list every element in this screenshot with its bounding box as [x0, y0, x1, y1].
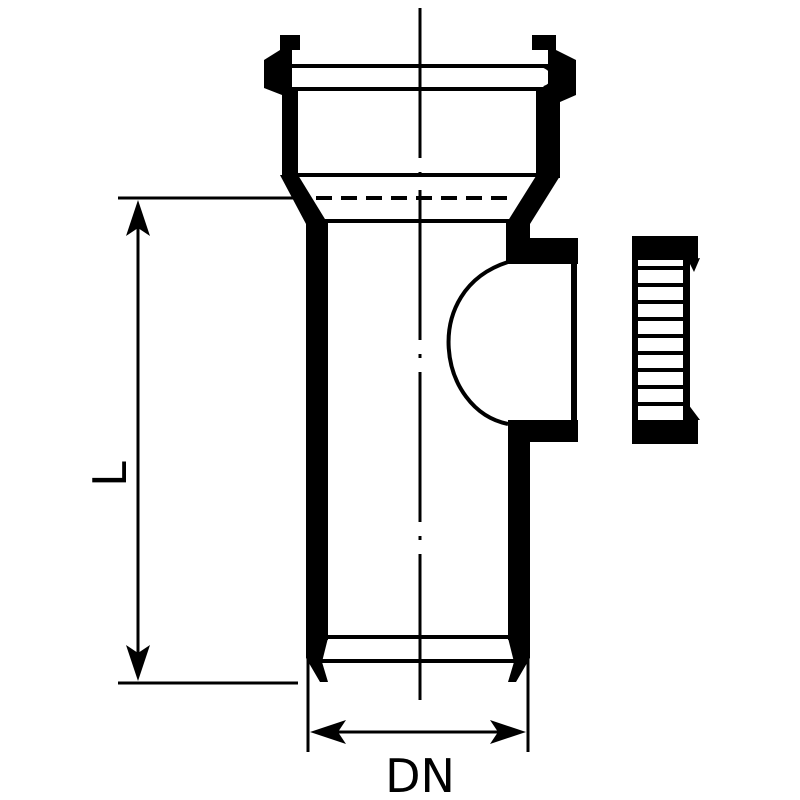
branch-end-line: [571, 262, 577, 422]
length-arrow-bottom: [126, 645, 150, 681]
taper-right: [506, 176, 560, 224]
branch-top-flange: [506, 238, 578, 264]
body-left-wall: [306, 222, 328, 640]
socket-ring-top: [282, 64, 550, 68]
cap-bottom-flange: [632, 420, 698, 444]
diameter-arrow-left: [310, 720, 346, 744]
socket-left-wall: [264, 35, 300, 175]
cap-top-flange: [632, 236, 698, 260]
spigot-line-bottom: [318, 659, 518, 663]
body-top-line: [320, 219, 516, 223]
cap-left-edge: [632, 258, 638, 422]
screw-cap: [632, 236, 700, 444]
cap-thread-lines: [636, 266, 686, 406]
taper-left: [280, 175, 328, 224]
spigot-right-chamfer: [508, 638, 530, 682]
bottom-spigot: [306, 635, 530, 682]
body-right-wall-lower: [508, 424, 530, 640]
top-socket: [264, 35, 576, 178]
length-dimension: L: [83, 196, 300, 685]
length-label: L: [83, 461, 137, 487]
branch-outlet: [446, 238, 578, 442]
spigot-left-chamfer: [306, 638, 328, 682]
socket-base-line: [298, 173, 536, 177]
length-arrow-top: [126, 200, 150, 236]
socket-right-wall: [532, 35, 576, 178]
branch-opening-curve: [446, 260, 509, 426]
socket-ring-left-end: [278, 64, 291, 90]
socket-ring-right-end: [543, 64, 556, 90]
spigot-line-top: [318, 635, 518, 639]
cap-corner-tick-top: [688, 258, 700, 272]
socket-ring-bottom: [286, 87, 548, 91]
branch-bottom-flange: [508, 420, 578, 442]
cap-corner-tick-bottom: [688, 404, 700, 420]
diameter-label: DN: [385, 749, 455, 800]
cap-right-edge: [683, 258, 690, 422]
diameter-dimension: DN: [306, 640, 530, 800]
diameter-arrow-right: [490, 720, 526, 744]
